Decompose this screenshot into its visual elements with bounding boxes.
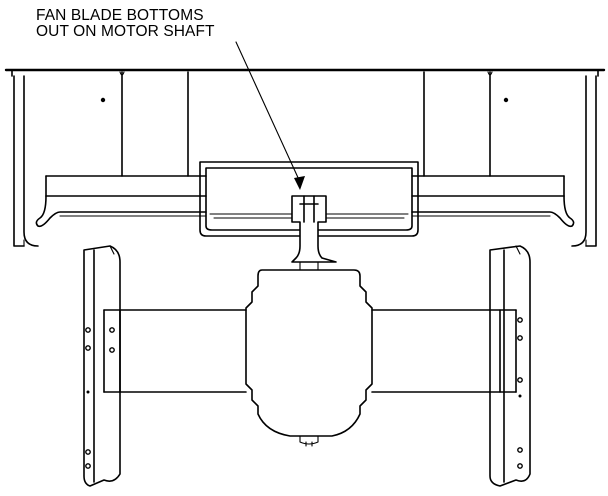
callout-line-1: FAN BLADE BOTTOMS: [36, 7, 204, 24]
right-leg-bolt: [517, 447, 523, 453]
left-leg-bolt: [85, 327, 91, 333]
housing-rivet-right: [503, 97, 509, 103]
channel-lip-left: [35, 195, 207, 228]
motor: [245, 261, 373, 447]
right-leg-bolt: [517, 377, 523, 383]
left-leg-bolt: [85, 345, 91, 351]
left-leg-bolt: [85, 449, 91, 455]
housing-outer-walls: [13, 75, 597, 247]
motor-housing: [245, 269, 373, 437]
motor-rear-stub: [299, 435, 319, 445]
right-leg-bolt: [517, 317, 523, 323]
leader-arrowhead: [294, 176, 305, 190]
left-inner-post: [121, 71, 189, 177]
motor-shaft: [291, 195, 337, 263]
right-leg-outline: [489, 245, 531, 487]
right-support-leg: [489, 245, 531, 487]
left-leg-bolt: [109, 347, 115, 353]
right-leg-bolt: [517, 463, 523, 469]
leader-line: [235, 41, 301, 183]
hub-pocket-inner: [205, 167, 413, 231]
shaft-tip: [303, 195, 315, 223]
right-leg-bolt: [517, 335, 523, 341]
housing-rivet-left: [100, 97, 106, 103]
left-leg-bolt: [109, 327, 115, 333]
callout-label: FAN BLADE BOTTOMS OUT ON MOTOR SHAFT: [36, 8, 215, 40]
callout-leader: [235, 41, 305, 190]
hub-pocket-outer: [199, 161, 419, 237]
fan-hub-sleeve: [291, 195, 337, 263]
left-leg-bolt: [85, 463, 91, 469]
callout-line-2: OUT ON MOTOR SHAFT: [36, 23, 215, 40]
channel-lip-right: [411, 195, 575, 228]
motor-mount-bar: [103, 309, 517, 393]
fan-housing: [4, 68, 606, 247]
left-leg-outline: [83, 245, 121, 487]
left-support-leg: [83, 245, 121, 487]
right-inner-post: [423, 71, 491, 177]
